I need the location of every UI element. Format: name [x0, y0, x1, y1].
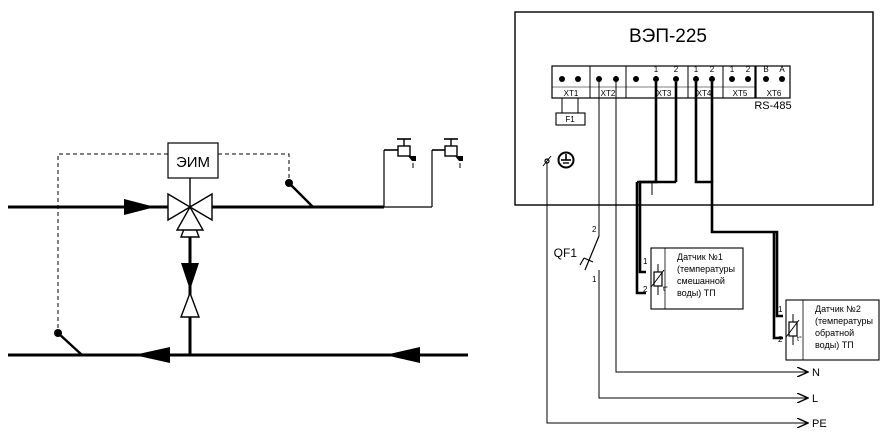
hydraulic-scheme: ЭИМ [8, 138, 468, 363]
sensor2-label-line2: (температуры [815, 316, 873, 326]
control-line-return [57, 153, 168, 330]
sensor2-box [785, 299, 880, 361]
wire-sensor2-a [694, 82, 783, 318]
svg-text:XT6: XT6 [767, 89, 782, 98]
sensor1-label-line1: Датчик №1 [677, 252, 723, 262]
wire-l [598, 270, 808, 398]
terminal-xt6: B A XT6 [763, 65, 785, 98]
svg-text:1: 1 [730, 65, 735, 74]
electrical-scheme: ВЭП-225 XT1 XT2 1 2 XT3 [514, 11, 880, 430]
thermistor-icon: t° [650, 264, 668, 295]
thermistor-icon: t° [785, 314, 802, 345]
label-n: N [812, 367, 820, 379]
water-tap-icon [384, 138, 416, 168]
three-way-valve-icon [167, 178, 213, 231]
svg-text:2: 2 [643, 285, 648, 294]
flow-arrow-supply [124, 199, 155, 215]
label-l: L [812, 393, 818, 405]
control-line-supply [218, 153, 290, 182]
svg-text:t°: t° [797, 335, 802, 343]
check-valve-lower-icon [179, 291, 201, 318]
actuator-label: ЭИМ [176, 154, 210, 171]
wire-sensor1-b [635, 182, 646, 295]
ground-icon [557, 151, 575, 169]
controller-title: ВЭП-225 [629, 26, 707, 47]
terminal-xt1: XT1 [559, 76, 581, 98]
fuse-icon: F1 [555, 98, 586, 126]
svg-text:t°: t° [663, 285, 668, 293]
sensor1-label-line3: смешанной [677, 276, 725, 286]
svg-text:A: A [779, 65, 785, 74]
sensor2-label-line1: Датчик №2 [815, 304, 861, 314]
svg-text:XT1: XT1 [564, 89, 579, 98]
svg-text:2: 2 [746, 65, 751, 74]
terminal-strip [551, 65, 756, 99]
water-tap-icon [432, 138, 463, 168]
terminal-xt2: XT2 [596, 76, 619, 98]
flow-arrow-bypass-down [181, 263, 199, 290]
svg-text:XT2: XT2 [601, 89, 616, 98]
controller-enclosure [514, 11, 874, 206]
breaker-label: QF1 [554, 246, 578, 260]
svg-text:XT5: XT5 [733, 89, 748, 98]
svg-text:XT4: XT4 [697, 89, 712, 98]
bus-label: RS-485 [754, 100, 791, 112]
svg-text:1: 1 [694, 65, 699, 74]
flow-arrow-return-right [385, 347, 420, 363]
sensor2-label-line4: воды) ТП [815, 340, 854, 350]
wire-sensor2-b [772, 232, 783, 340]
circuit-breaker-icon [579, 235, 600, 271]
svg-text:2: 2 [778, 335, 783, 344]
terminal-xt4: 1 2 XT4 [693, 65, 715, 98]
breaker-pin-top: 2 [592, 225, 597, 234]
actuator-box [167, 142, 219, 179]
svg-text:XT3: XT3 [657, 89, 672, 98]
terminal-xt3: 1 2 XT3 [633, 65, 679, 98]
fuse-label: F1 [565, 115, 575, 124]
svg-text:B: B [763, 65, 768, 74]
svg-text:1: 1 [643, 257, 648, 266]
svg-text:1: 1 [778, 305, 783, 314]
svg-text:2: 2 [710, 65, 715, 74]
flow-arrow-return-left [134, 347, 170, 363]
sensor1-label-line2: (температуры [677, 264, 735, 274]
sensor2-label-line3: обратной [815, 328, 854, 338]
terminal-xt5: 1 2 XT5 [729, 65, 751, 98]
breaker-pin-bottom: 1 [592, 275, 597, 284]
sensor1-box [650, 247, 744, 310]
svg-text:1: 1 [654, 65, 659, 74]
svg-text:2: 2 [674, 65, 679, 74]
wire-n [615, 82, 808, 372]
sensor1-label-line4: воды) ТП [677, 288, 716, 298]
wire-pe [546, 163, 808, 423]
label-pe: PE [812, 418, 827, 430]
